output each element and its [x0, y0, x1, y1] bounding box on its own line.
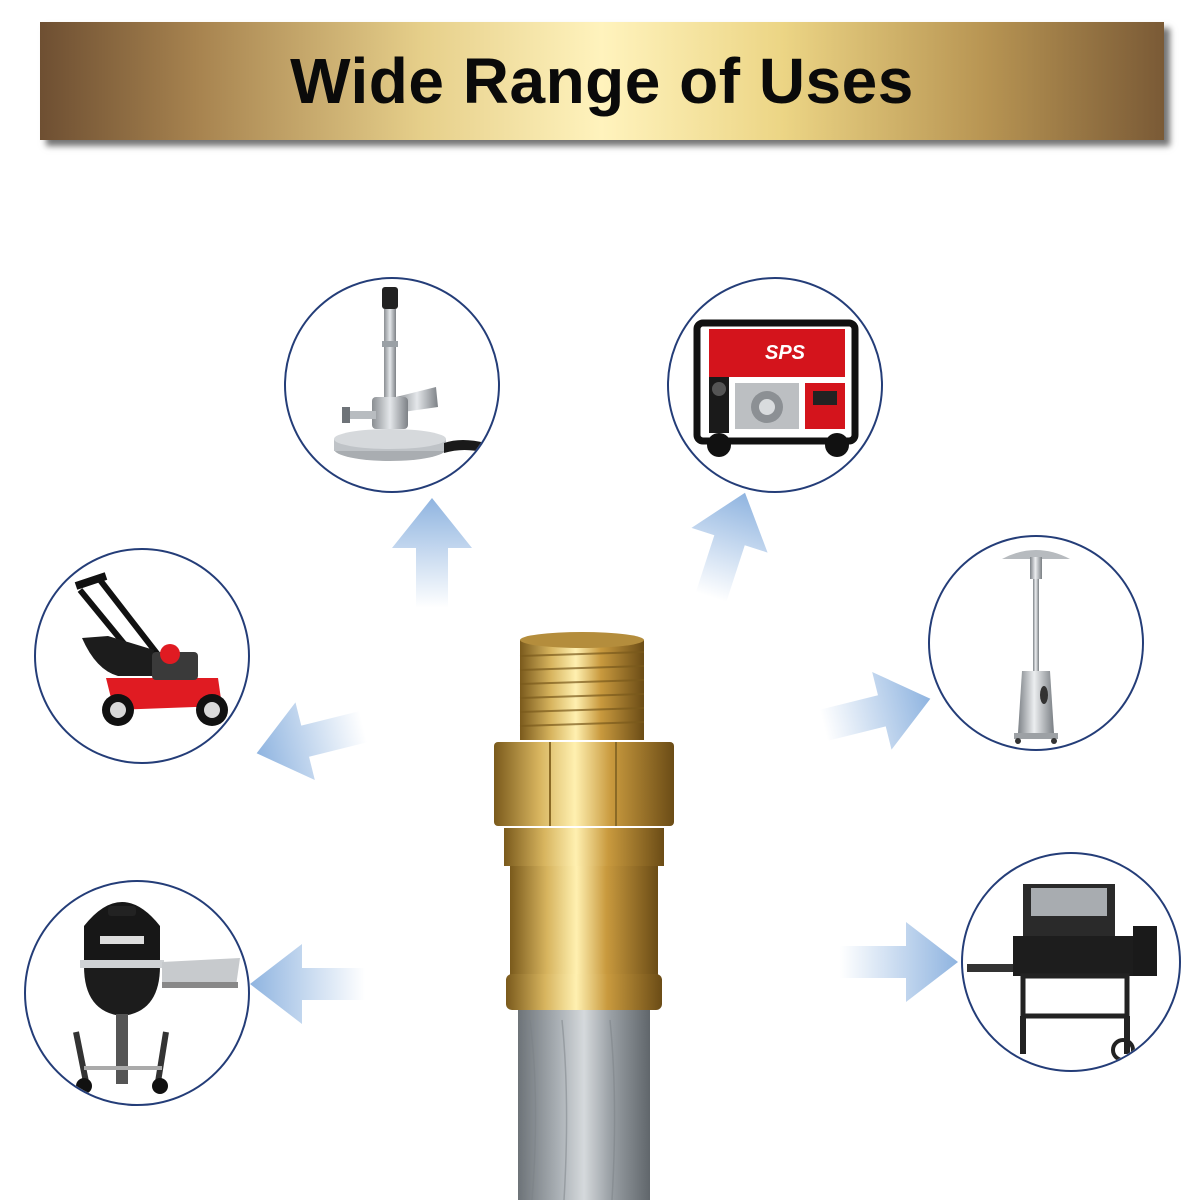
- patio-heater-circle: [928, 535, 1144, 751]
- patio-heater-icon: [1002, 550, 1070, 744]
- arrow-right-smoker-icon: [840, 922, 958, 1002]
- arrow-left-mower-icon: [255, 700, 368, 781]
- lawn-mower-icon: [74, 572, 228, 726]
- brass-fitting-icon: [494, 632, 674, 1200]
- generator-icon: SPS: [693, 319, 859, 457]
- arrow-up-right-icon: [688, 490, 768, 603]
- kamado-grill-circle: [24, 880, 250, 1106]
- kamado-grill-icon: [73, 902, 240, 1094]
- bunsen-burner-icon: [334, 287, 486, 461]
- banner-title: Wide Range of Uses: [290, 45, 914, 117]
- arrow-up-left-icon: [392, 498, 472, 608]
- pellet-grill-icon: [967, 884, 1157, 1062]
- arrow-right-heater-icon: [819, 671, 932, 752]
- title-banner: Wide Range of Uses: [40, 22, 1164, 140]
- generator-brand-label: SPS: [765, 342, 806, 364]
- pellet-grill-circle: [961, 852, 1181, 1072]
- lawn-mower-circle: [34, 548, 250, 764]
- brass-fitting-hose: [470, 620, 700, 1200]
- generator-circle: SPS: [667, 277, 883, 493]
- bunsen-burner-circle: [284, 277, 500, 493]
- arrow-left-grill-icon: [250, 944, 365, 1024]
